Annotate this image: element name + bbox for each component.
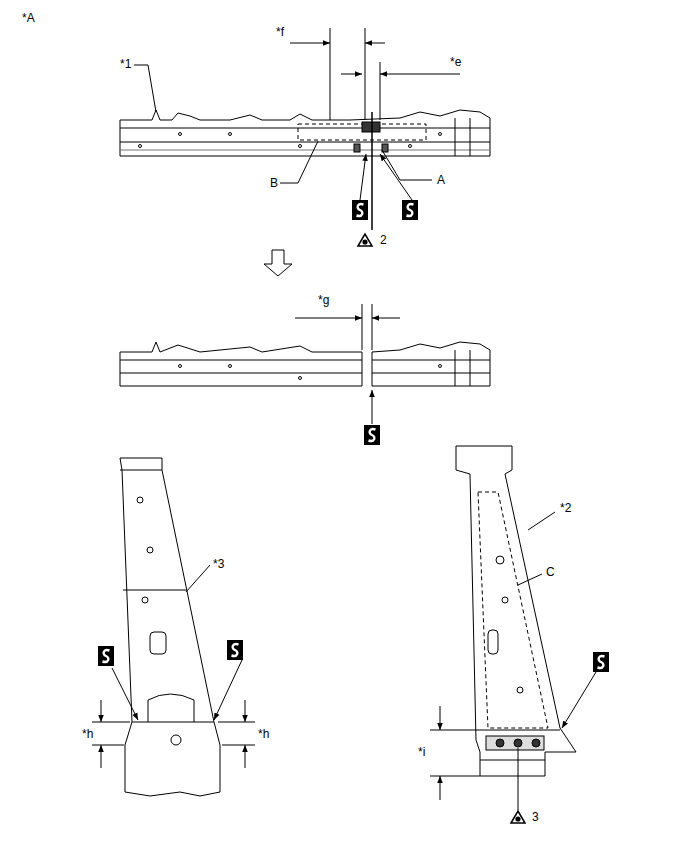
callout-label: *2 bbox=[560, 502, 571, 514]
callout-label: *g bbox=[318, 294, 329, 306]
callout-label: C bbox=[546, 566, 555, 578]
callout-label: *i bbox=[418, 746, 425, 758]
callout-label: *A bbox=[22, 12, 35, 24]
callout-label: *3 bbox=[213, 558, 224, 570]
callout-label: *f bbox=[276, 26, 284, 38]
callout-label: *1 bbox=[120, 58, 131, 70]
callout-label: *h bbox=[258, 728, 269, 740]
callout-label: B bbox=[270, 177, 278, 189]
callout-label: *e bbox=[450, 56, 461, 68]
callout-label: 2 bbox=[380, 234, 387, 246]
callout-label: A bbox=[437, 174, 445, 186]
callout-label: 3 bbox=[532, 811, 539, 823]
callout-label: *h bbox=[82, 728, 93, 740]
